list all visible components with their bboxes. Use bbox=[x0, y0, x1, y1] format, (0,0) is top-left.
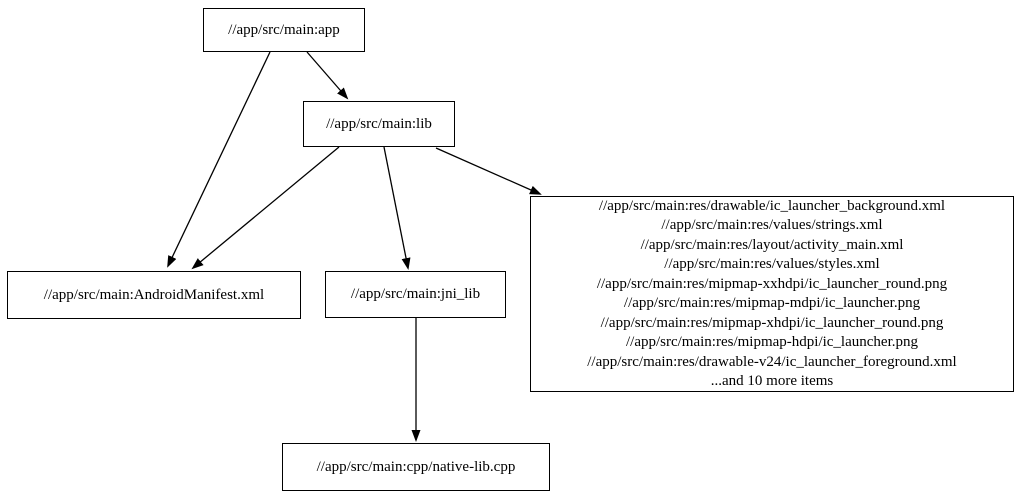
edge-app-to-lib bbox=[306, 51, 349, 100]
node-native-cpp-label: //app/src/main:cpp/native-lib.cpp bbox=[316, 458, 516, 475]
node-lib-label: //app/src/main:lib bbox=[326, 115, 432, 132]
res-item: //app/src/main:res/drawable-v24/ic_launc… bbox=[587, 353, 957, 370]
res-item: //app/src/main:res/layout/activity_main.… bbox=[640, 236, 904, 253]
res-item: //app/src/main:res/drawable/ic_launcher_… bbox=[598, 197, 946, 214]
node-res-group: //app/src/main:res/drawable/ic_launcher_… bbox=[530, 196, 1014, 392]
edge-lib-to-res-group bbox=[435, 147, 542, 195]
edge-app-to-manifest bbox=[167, 51, 271, 268]
node-jni-lib-label: //app/src/main:jni_lib bbox=[350, 286, 481, 302]
node-native-cpp: //app/src/main:cpp/native-lib.cpp bbox=[282, 443, 550, 491]
node-app-label: //app/src/main:app bbox=[228, 21, 340, 38]
res-item: //app/src/main:res/mipmap-mdpi/ic_launch… bbox=[623, 295, 921, 311]
res-item: //app/src/main:res/values/styles.xml bbox=[664, 256, 880, 272]
res-item: //app/src/main:res/mipmap-hdpi/ic_launch… bbox=[625, 334, 918, 350]
node-app: //app/src/main:app bbox=[203, 8, 365, 52]
node-lib: //app/src/main:lib bbox=[303, 101, 455, 147]
node-jni-lib: //app/src/main:jni_lib bbox=[325, 271, 506, 318]
res-more-items: ...and 10 more items bbox=[710, 373, 834, 389]
edge-lib-to-manifest bbox=[191, 146, 340, 270]
node-android-manifest: //app/src/main:AndroidManifest.xml bbox=[7, 271, 301, 319]
res-item: //app/src/main:res/mipmap-xhdpi/ic_launc… bbox=[600, 314, 944, 331]
edge-lib-to-jni-lib bbox=[383, 146, 411, 270]
res-item: //app/src/main:res/values/strings.xml bbox=[661, 217, 883, 233]
res-item: //app/src/main:res/mipmap-xxhdpi/ic_laun… bbox=[596, 275, 948, 292]
node-android-manifest-label: //app/src/main:AndroidManifest.xml bbox=[43, 286, 265, 303]
